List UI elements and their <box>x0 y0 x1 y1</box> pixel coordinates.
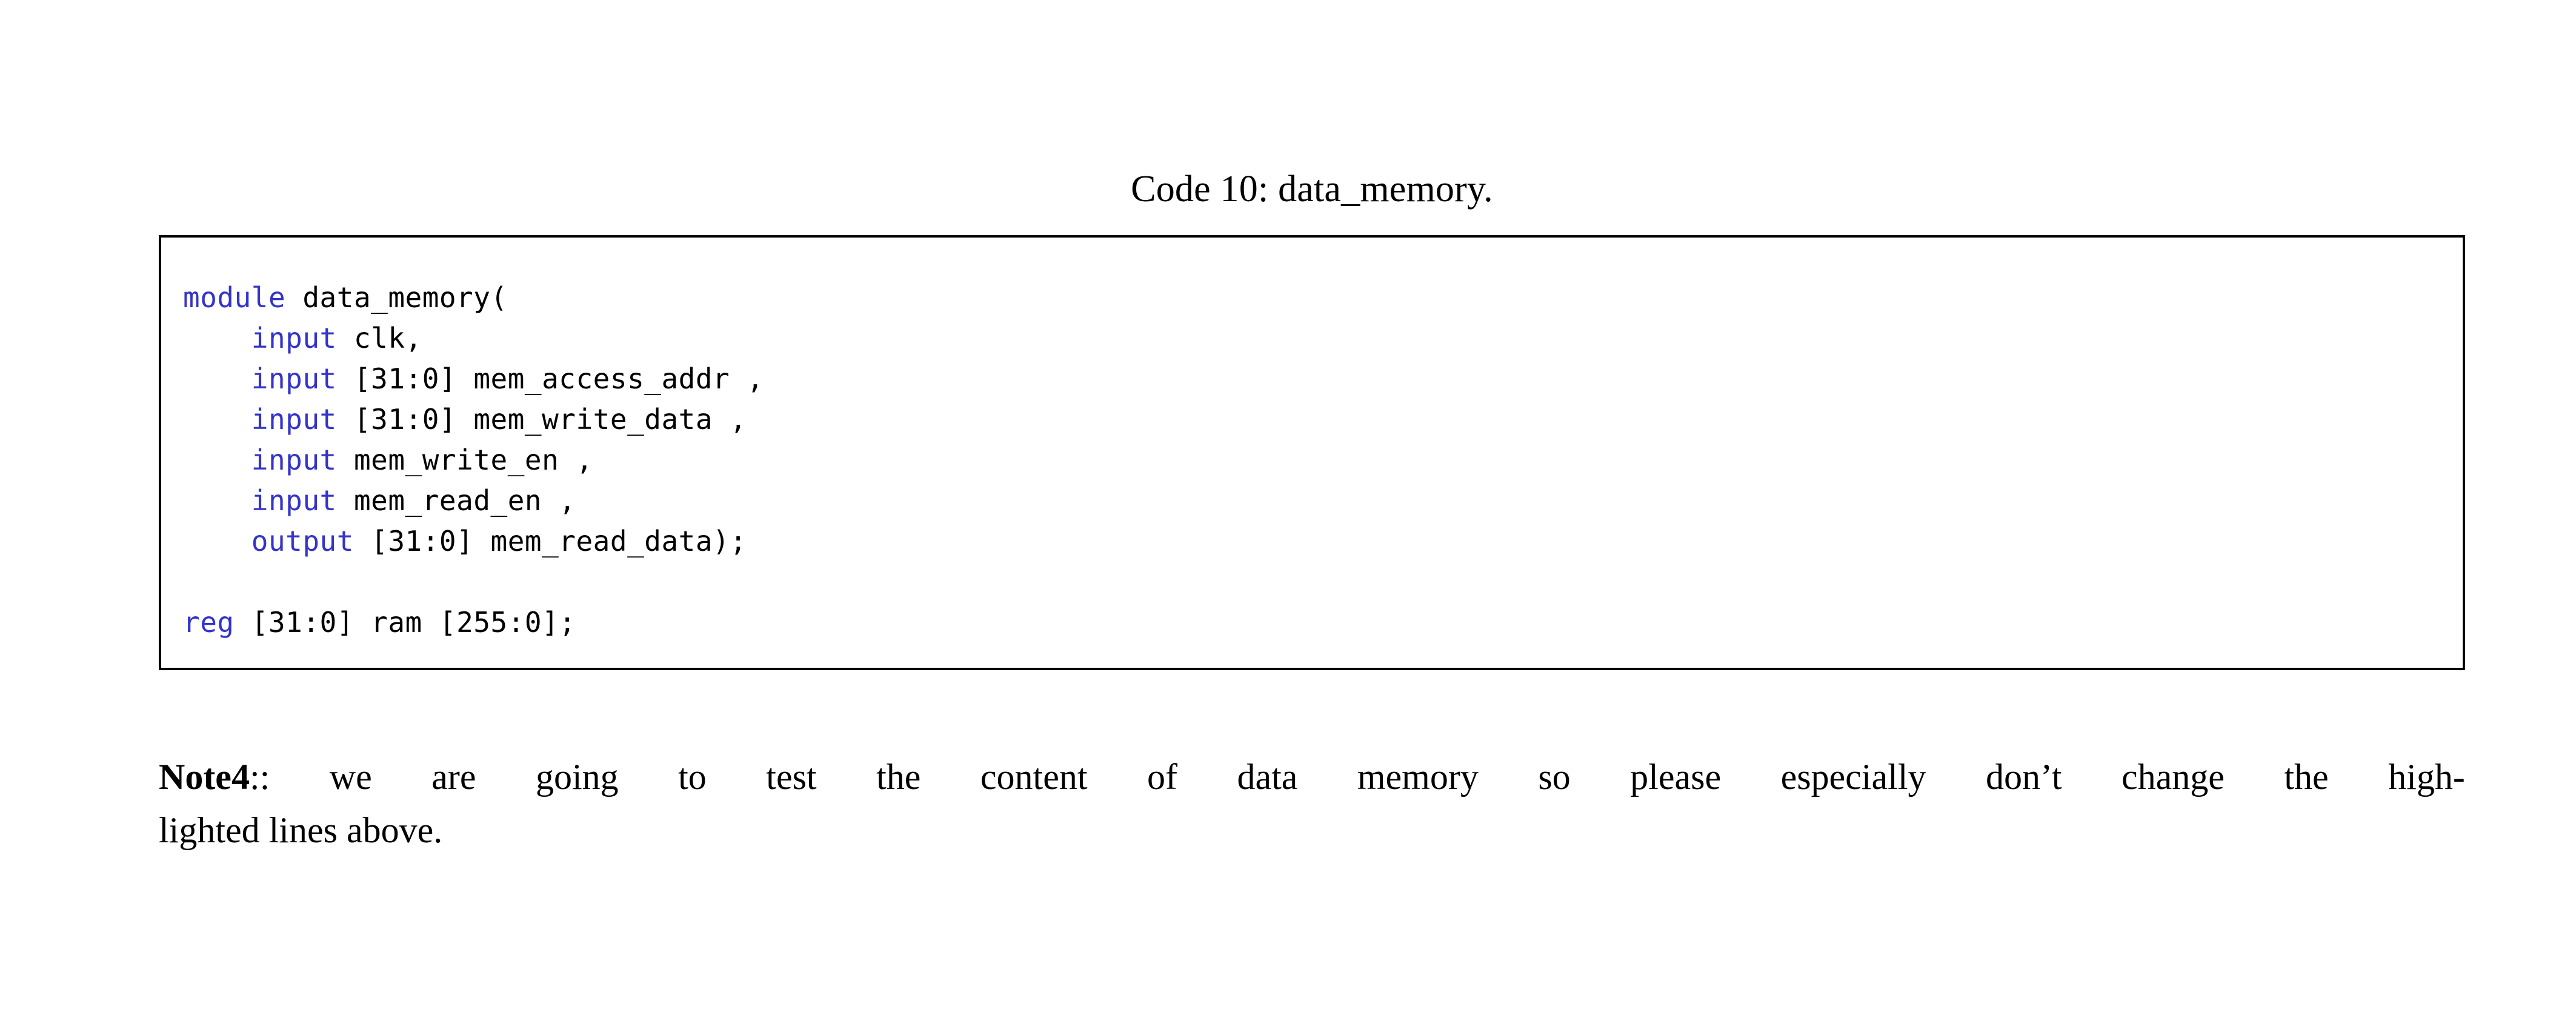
code-keyword: input <box>251 444 337 476</box>
code-keyword: input <box>251 484 337 517</box>
code-line: reg [31:0] ram [255:0]; <box>183 602 2457 643</box>
code-text: data_memory( <box>285 281 508 314</box>
code-keyword: reg <box>183 606 235 639</box>
note-lead-suffix: :: <box>249 757 270 797</box>
note-word: are <box>431 757 476 797</box>
note-word: we <box>329 757 372 797</box>
note-line-2: lighted lines above. <box>159 810 443 850</box>
note-line-1: Note4:: we are going to test the content… <box>159 750 2465 804</box>
note-word: test <box>766 757 817 797</box>
code-keyword: output <box>251 525 354 557</box>
code-text: mem_read_en , <box>336 484 576 517</box>
code-listing-content: module data_memory( input clk, input [31… <box>183 278 2457 643</box>
code-line: output [31:0] mem_read_data); <box>183 521 2457 562</box>
note-word: to <box>678 757 707 797</box>
code-indent <box>183 444 251 476</box>
code-line: module data_memory( <box>183 278 2457 318</box>
code-keyword: input <box>251 403 337 436</box>
code-keyword: module <box>183 281 286 314</box>
note-word: data <box>1237 757 1298 797</box>
code-text: clk, <box>336 322 422 354</box>
note-word: memory <box>1357 757 1479 797</box>
code-keyword: input <box>251 322 337 354</box>
note-word: so <box>1538 757 1571 797</box>
code-indent <box>183 525 251 557</box>
note-word: high- <box>2388 757 2465 797</box>
code-listing-caption: Code 10: data_memory. <box>1131 168 1493 210</box>
code-indent <box>183 403 251 436</box>
note-word: the <box>876 757 921 797</box>
code-keyword: input <box>251 362 337 395</box>
code-line: input clk, <box>183 318 2457 359</box>
note-lead-label: Note4:: <box>159 750 270 804</box>
note-word: don’t <box>1985 757 2062 797</box>
code-line: input mem_read_en , <box>183 481 2457 521</box>
note-word: of <box>1147 757 1177 797</box>
note-word: content <box>980 757 1088 797</box>
code-listing-box: module data_memory( input clk, input [31… <box>159 235 2465 670</box>
code-line-blank <box>183 562 2457 602</box>
code-text: [31:0] mem_read_data); <box>353 525 747 557</box>
code-indent <box>183 362 251 395</box>
code-text: [31:0] ram [255:0]; <box>234 606 576 639</box>
code-text: [31:0] mem_write_data , <box>336 403 747 436</box>
note-lead-bold: Note4 <box>159 757 250 797</box>
note-word: the <box>2284 757 2329 797</box>
code-text: [31:0] mem_access_addr , <box>336 362 764 395</box>
note-word: please <box>1630 757 1722 797</box>
note-word: especially <box>1780 757 1926 797</box>
code-indent <box>183 484 251 517</box>
note-word: change <box>2122 757 2225 797</box>
code-line: input [31:0] mem_write_data , <box>183 399 2457 440</box>
note-word: going <box>535 757 619 797</box>
code-line: input mem_write_en , <box>183 440 2457 481</box>
code-indent <box>183 322 251 354</box>
code-line: input [31:0] mem_access_addr , <box>183 359 2457 399</box>
code-text: mem_write_en , <box>336 444 593 476</box>
note-paragraph: Note4:: we are going to test the content… <box>159 750 2465 857</box>
